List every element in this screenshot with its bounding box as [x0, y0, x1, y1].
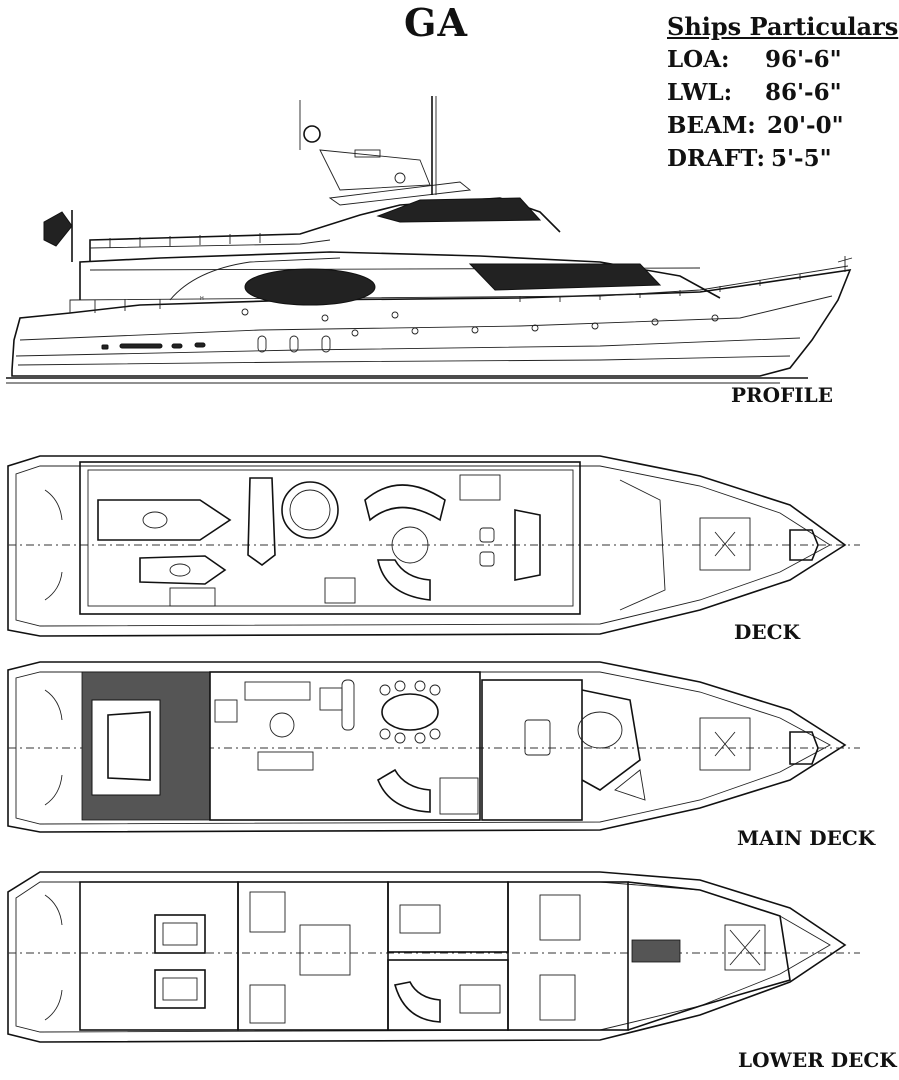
salon-table [269, 712, 295, 738]
lwl-value: 86'-6" [765, 79, 842, 106]
superstructure-sweep [169, 257, 341, 301]
flybridge-table [391, 526, 429, 564]
beam-value: 20'-0" [767, 112, 844, 139]
salon-sofa [244, 681, 311, 701]
beam-row: BEAM: 20'-0" [667, 109, 898, 142]
hull-portholes [101, 308, 719, 353]
profile-view: H [6, 96, 853, 384]
jetski [139, 555, 227, 585]
svg-text:H: H [200, 296, 204, 302]
main-spiral-stair [377, 768, 431, 813]
helm-chair-2 [479, 551, 495, 567]
lwl-row: LWL: 86'-6" [667, 76, 898, 109]
anchor-windlass [789, 529, 819, 561]
boot-stripe-lower [17, 355, 791, 366]
lower-deck-plan [7, 871, 860, 1043]
main-deck-hull-outline [7, 661, 847, 833]
main-superstructure [79, 251, 721, 300]
deck-hull-outline [7, 455, 847, 637]
radar-array [354, 149, 381, 158]
dining-table [381, 693, 439, 731]
flag-icon [43, 211, 73, 247]
lower-deck-hull-outline [7, 871, 847, 1043]
hardtop [328, 181, 472, 206]
sheer-line [19, 295, 833, 341]
beam-label: BEAM: [667, 112, 756, 139]
crew-passage [631, 939, 681, 963]
deck-label: DECK [734, 620, 800, 644]
salon [209, 671, 481, 821]
loa-row: LOA: 96'-6" [667, 43, 898, 76]
flybridge-settee [364, 484, 446, 522]
flybridge-rail [89, 239, 331, 249]
crew-quarters [627, 881, 791, 1031]
pilothouse-settee [577, 711, 623, 749]
vip-stateroom [507, 881, 629, 1031]
guest-cabin-starboard [387, 959, 509, 1031]
boot-stripe [15, 337, 801, 357]
flybridge-deck-area [79, 461, 581, 615]
dining-chairs [379, 680, 441, 744]
pilothouse-bulkhead [581, 689, 641, 791]
spa-tub [281, 481, 339, 539]
hull-outline [11, 269, 852, 377]
radar-arch [319, 149, 431, 191]
vip-bed [539, 894, 581, 941]
ships-particulars: Ships Particulars LOA:96'-6" LWL:86'-6" … [667, 10, 898, 175]
particulars-heading: Ships Particulars [667, 12, 899, 41]
profile-label: PROFILE [731, 383, 833, 407]
deck-plan [7, 455, 860, 637]
galley-island [524, 719, 551, 756]
helm-chair [479, 527, 495, 543]
draft-label: DRAFT: [667, 145, 766, 172]
salon-sofa-2 [257, 751, 314, 771]
lower-spiral-stair [393, 981, 441, 1023]
spiral-stair [377, 559, 431, 601]
pilothouse-window [468, 263, 662, 291]
crew-bunk [724, 924, 766, 971]
main-fore-deck-hatch [699, 717, 751, 771]
radar-dome-icon [303, 125, 321, 143]
bulwark-rail [69, 265, 849, 313]
jetski-2 [247, 477, 276, 566]
starboard-engine [154, 969, 206, 1009]
lower-deck-label: LOWER DECK [738, 1048, 897, 1072]
guest-cabin-port [387, 881, 509, 953]
flybridge-stanchions [109, 233, 261, 248]
helm-console [514, 509, 541, 581]
lwl-label: LWL: [667, 79, 733, 106]
loa-value: 96'-6" [765, 46, 842, 73]
tender-boat [97, 499, 232, 541]
main-windlass [789, 731, 819, 765]
draft-value: 5'-5" [771, 145, 832, 172]
port-engine [154, 914, 206, 954]
aft-deck-table [107, 711, 151, 781]
bulwark-stanchions [94, 274, 801, 313]
flybridge-window [376, 197, 542, 223]
galley [481, 679, 583, 821]
drawing-title: GA [404, 0, 468, 45]
master-bed [299, 924, 351, 976]
main-deck-label: MAIN DECK [737, 826, 876, 850]
fore-deck-sunpad [699, 517, 751, 571]
main-deck-plan [7, 661, 860, 833]
salon-window-oval [244, 268, 376, 306]
master-stateroom [237, 881, 389, 1031]
loa-label: LOA: [667, 46, 730, 73]
draft-row: DRAFT:5'-5" [667, 142, 898, 175]
